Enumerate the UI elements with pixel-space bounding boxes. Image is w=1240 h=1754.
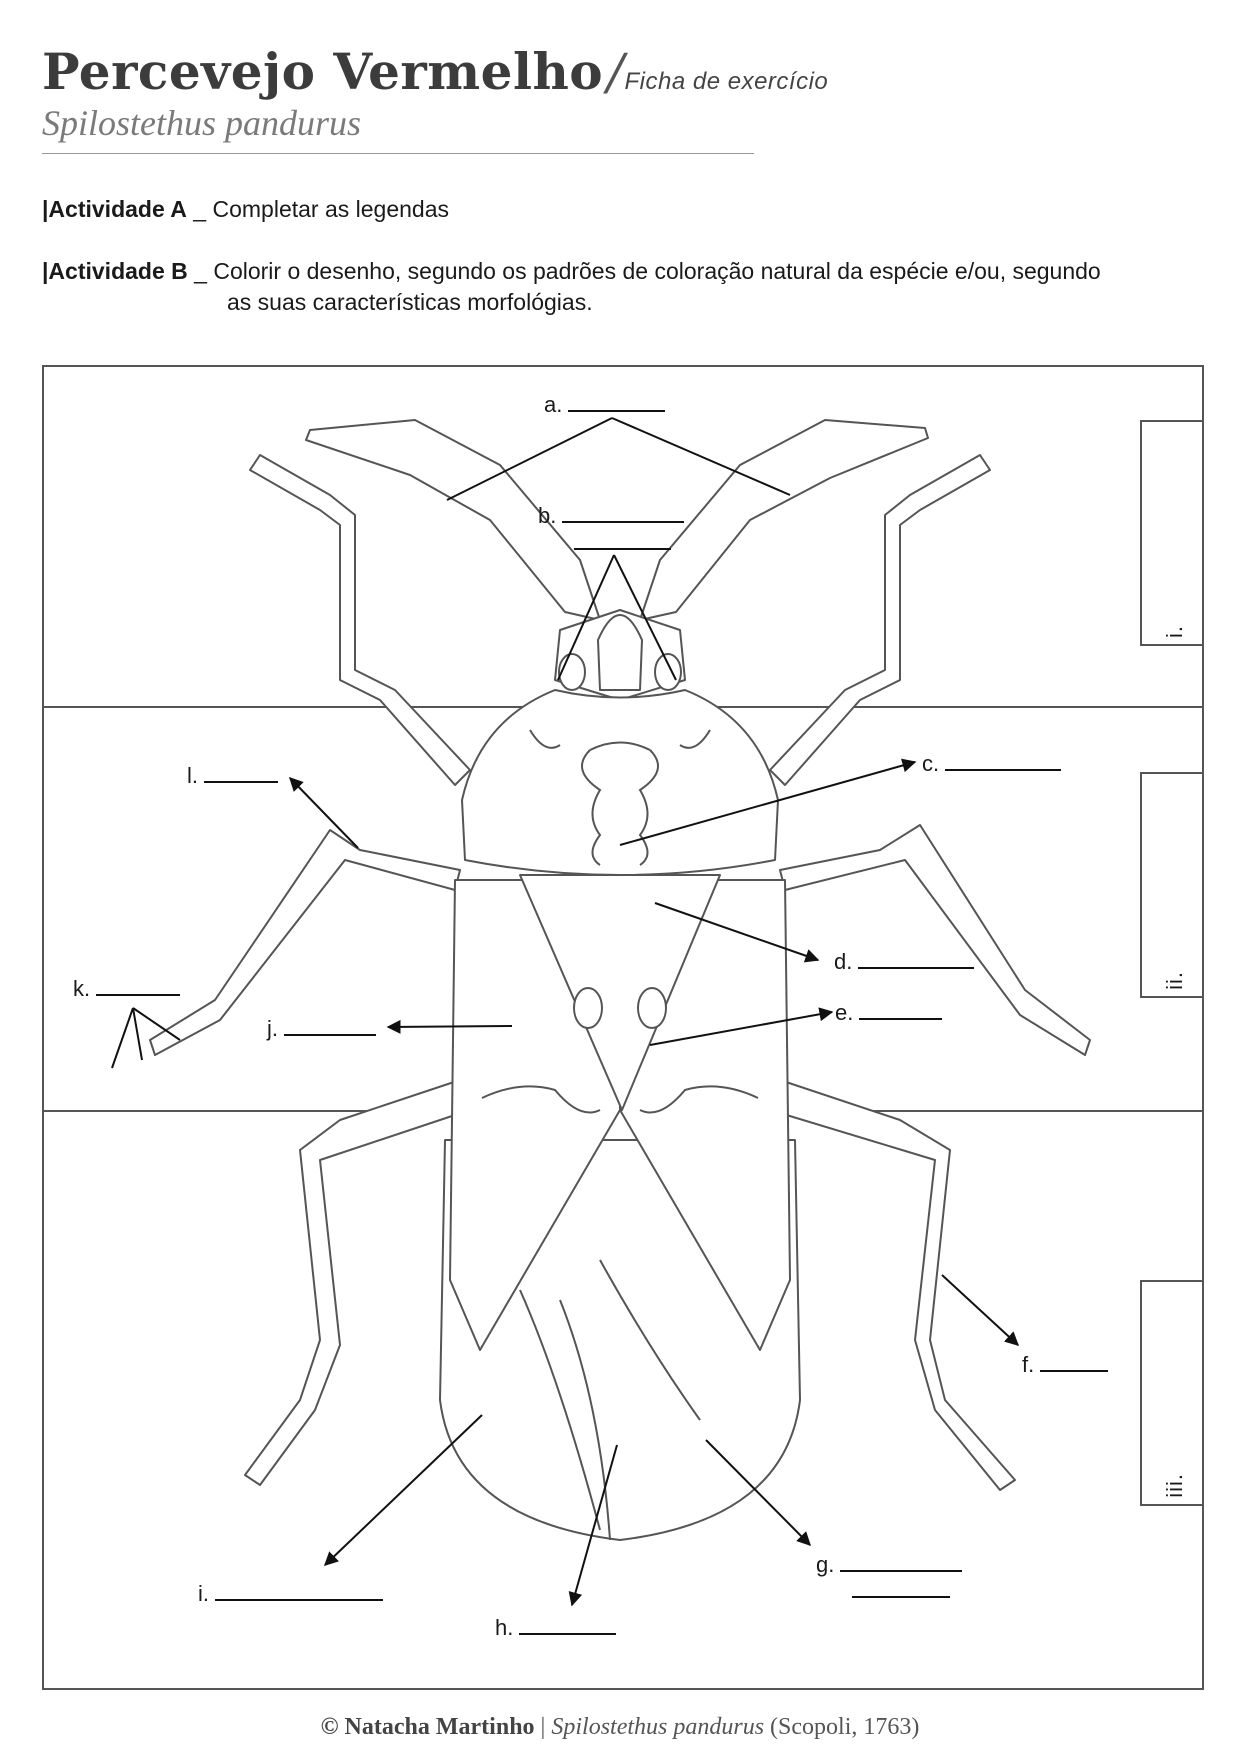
pronotum-pattern-left [581, 749, 602, 866]
blank-h[interactable] [519, 1632, 617, 1635]
blank-i[interactable] [215, 1598, 383, 1601]
footer-copyright: © Natacha Martinho [320, 1714, 535, 1740]
activity-a: |Actividade A _ Completar as legendas [42, 194, 449, 225]
footer-separator: | [540, 1714, 546, 1740]
leader-j [386, 1019, 513, 1034]
activity-b-text-cont: as suas características morfológias. [227, 289, 593, 315]
header-rule [42, 153, 754, 154]
blank-b[interactable] [562, 520, 685, 523]
right-hind-leg [769, 1079, 1016, 1491]
right-hemelytron-band [639, 1085, 759, 1114]
blank-b-line2[interactable] [574, 548, 671, 550]
right-spot [637, 987, 667, 1029]
leader-l [289, 776, 359, 849]
leader-i [323, 1414, 483, 1566]
label-i[interactable]: i. [198, 1581, 383, 1607]
activity-b-sep: _ [187, 258, 214, 284]
left-eye [558, 653, 586, 691]
section-tab-iii: iii. [1140, 1280, 1202, 1506]
right-antenna [639, 419, 929, 621]
label-l[interactable]: l. [187, 763, 278, 789]
label-a[interactable]: a. [544, 392, 666, 418]
label-b[interactable]: b. [538, 503, 685, 529]
label-d[interactable]: d. [834, 949, 975, 975]
blank-a[interactable] [568, 409, 666, 412]
species-name: Spilostethus pandurus [42, 103, 362, 143]
leader-a [446, 417, 791, 501]
leader-b [557, 554, 677, 681]
blank-g-line2[interactable] [852, 1596, 950, 1598]
leader-e [649, 1007, 834, 1046]
leader-f [941, 1274, 1020, 1346]
blank-l[interactable] [204, 780, 278, 783]
blank-d[interactable] [858, 966, 975, 969]
activity-a-sep: _ [186, 196, 213, 222]
activity-b-label: |Actividade B [42, 258, 188, 284]
leader-h [568, 1444, 618, 1607]
activity-b-text: Colorir o desenho, segundo os padrões de… [213, 258, 1101, 284]
title-slash: / [607, 43, 625, 101]
head-clypeus [597, 614, 643, 691]
pronotum [461, 689, 779, 876]
title-subtitle: Ficha de exercício [624, 68, 829, 95]
leader-k [111, 1007, 181, 1069]
footer-authority: (Scopoli, 1763) [770, 1714, 920, 1740]
left-hind-leg [244, 1079, 471, 1486]
activity-a-label: |Actividade A [42, 196, 187, 222]
label-g[interactable]: g. [816, 1552, 963, 1578]
blank-k[interactable] [96, 993, 181, 996]
left-hemelytron-band [481, 1085, 601, 1114]
label-c[interactable]: c. [922, 751, 1062, 777]
label-k[interactable]: k. [73, 976, 181, 1002]
blank-j[interactable] [284, 1033, 376, 1036]
footer: © Natacha Martinho|Spilostethus pandurus… [0, 1714, 1240, 1741]
blank-c[interactable] [945, 768, 1062, 771]
leader-c [619, 758, 917, 846]
drawing-panel [42, 365, 1204, 1690]
label-h[interactable]: h. [495, 1615, 617, 1641]
section-tab-ii: ii. [1140, 772, 1202, 998]
activity-b: |Actividade B _ Colorir o desenho, segun… [42, 256, 1212, 318]
pronotum-pattern-top [589, 741, 651, 751]
left-spot [573, 987, 603, 1029]
page-title: Percevejo Vermelho/Ficha de exercício [42, 42, 828, 101]
label-e[interactable]: e. [835, 1000, 943, 1026]
label-j[interactable]: j. [267, 1016, 376, 1042]
left-antenna [305, 419, 601, 621]
footer-species: Spilostethus pandurus [551, 1714, 765, 1740]
left-middle-leg [149, 829, 461, 1056]
section-tab-i: i. [1140, 420, 1202, 646]
right-middle-leg [779, 824, 1091, 1056]
activity-a-text: Completar as legendas [212, 196, 450, 222]
title-main: Percevejo Vermelho [42, 42, 604, 101]
blank-e[interactable] [859, 1017, 943, 1020]
right-front-leg [769, 454, 991, 786]
left-front-leg [249, 454, 471, 786]
leader-g [705, 1439, 811, 1546]
label-f[interactable]: f. [1022, 1352, 1109, 1378]
leader-d [654, 902, 820, 963]
pronotum-pattern-right [638, 749, 659, 866]
blank-f[interactable] [1040, 1369, 1109, 1372]
blank-g[interactable] [840, 1569, 963, 1572]
right-eye [654, 653, 682, 691]
